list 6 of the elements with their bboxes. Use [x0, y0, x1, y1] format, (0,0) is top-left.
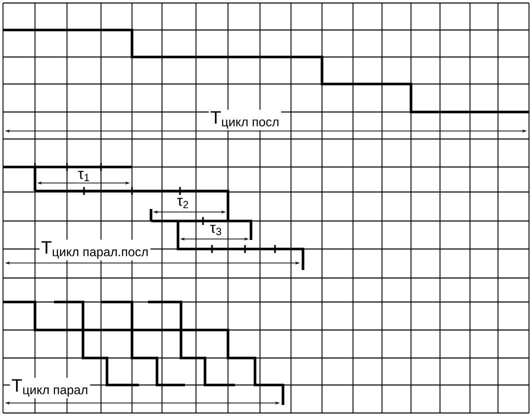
dimension-label: τ$_{3}$: [208, 223, 224, 237]
dimension-label: $\text{T}_{\text{цикл парал.посл}}$: [40, 240, 151, 260]
dimension-label: $\text{T}_{\text{цикл посл}}$: [208, 110, 282, 130]
dimension-label: τ$_{2}$: [175, 196, 191, 210]
dimension-label: τ$_{1}$: [76, 169, 92, 183]
dimension-label: $\text{T}_{\text{цикл парал}}$: [10, 378, 90, 398]
